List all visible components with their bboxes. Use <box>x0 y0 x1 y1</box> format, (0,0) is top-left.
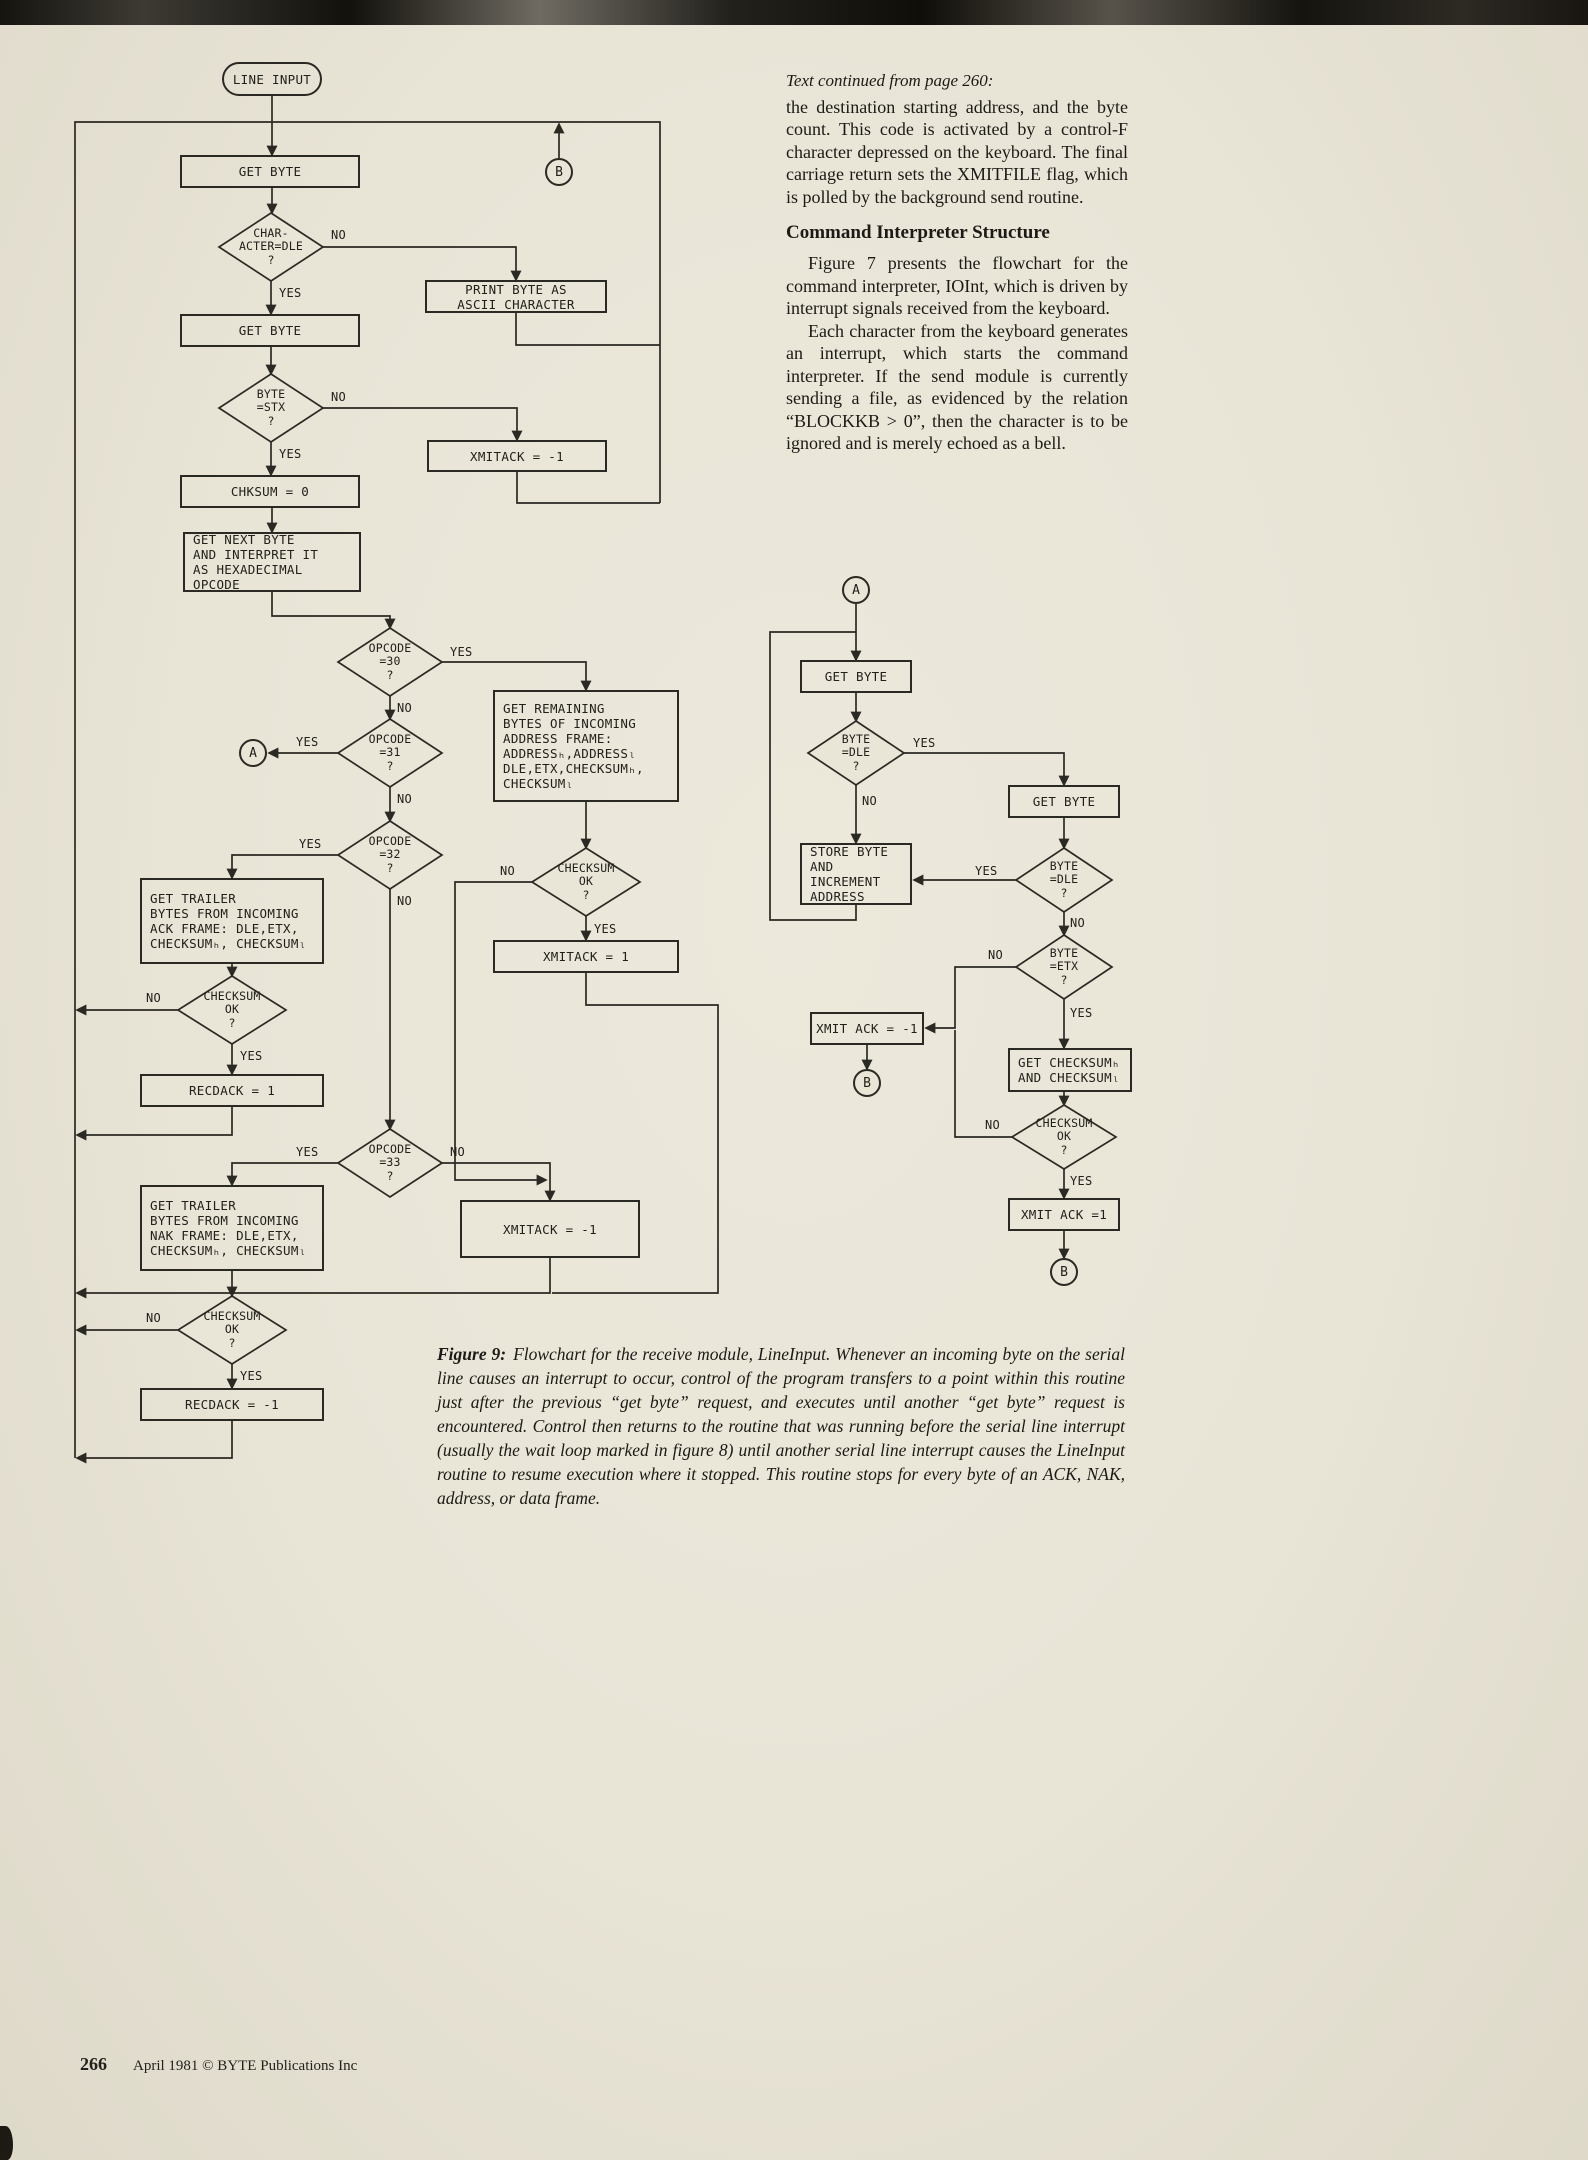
branch-label-yes: YES <box>240 1369 263 1383</box>
scan-edge-artifact <box>0 0 1588 25</box>
branch-label-yes: YES <box>279 447 302 461</box>
branch-label-no: NO <box>985 1118 1001 1132</box>
branch-label-no: NO <box>397 701 413 715</box>
connector-b-2: B <box>1050 1258 1078 1286</box>
branch-label-yes: YES <box>913 736 936 750</box>
process-get-trailer-nak: GET TRAILER BYTES FROM INCOMING NAK FRAM… <box>140 1185 324 1271</box>
connector-b-1: B <box>853 1069 881 1097</box>
figure-caption-text: Flowchart for the receive module, LineIn… <box>437 1344 1125 1508</box>
branch-label-yes: YES <box>279 286 302 300</box>
branch-label-no: NO <box>500 864 516 878</box>
branch-label-yes: YES <box>450 645 473 659</box>
page-footer: 266 April 1981 © BYTE Publications Inc <box>80 2054 357 2075</box>
branch-label-no: NO <box>450 1145 466 1159</box>
branch-label-no: NO <box>331 228 347 242</box>
process-store-byte: STORE BYTE AND INCREMENT ADDRESS <box>800 843 912 905</box>
branch-label-yes: YES <box>1070 1174 1093 1188</box>
branch-label-yes: YES <box>299 837 322 851</box>
branch-label-no: NO <box>862 794 878 808</box>
decision-character-dle: CHAR- ACTER=DLE ? <box>238 225 304 267</box>
branch-label-no: NO <box>988 948 1004 962</box>
process-recdack-1: RECDACK = 1 <box>140 1074 324 1107</box>
process-print-byte: PRINT BYTE AS ASCII CHARACTER <box>425 280 607 313</box>
article-column: Text continued from page 260: the destin… <box>786 70 1128 455</box>
article-paragraph-2: Figure 7 presents the flowchart for the … <box>786 253 1128 318</box>
process-get-byte-1: GET BYTE <box>180 155 360 188</box>
process-recdack-neg1: RECDACK = -1 <box>140 1388 324 1421</box>
branch-label-no: NO <box>146 1311 162 1325</box>
branch-label-yes: YES <box>594 922 617 936</box>
figure-caption-label: Figure 9: <box>437 1344 507 1364</box>
process-r-get-byte-2: GET BYTE <box>1008 785 1120 818</box>
branch-label-yes: YES <box>296 1145 319 1159</box>
branch-label-no: NO <box>1070 916 1086 930</box>
continued-note: Text continued from page 260: <box>786 71 994 90</box>
article-paragraph-3: Each character from the keyboard generat… <box>786 320 1128 454</box>
decision-checksum-ok-ack: CHECKSUM OK ? <box>203 988 261 1030</box>
decision-r-checksum-ok: CHECKSUM OK ? <box>1035 1115 1093 1157</box>
terminal-line-input: LINE INPUT <box>222 62 322 96</box>
branch-label-yes: YES <box>975 864 998 878</box>
connector-a-main: A <box>239 739 267 767</box>
process-xmitack-neg1-b: XMITACK = -1 <box>460 1200 640 1258</box>
branch-label-no: NO <box>397 894 413 908</box>
decision-r-byte-dle-1: BYTE =DLE ? <box>841 731 871 773</box>
footer-text: April 1981 © BYTE Publications Inc <box>133 2058 358 2074</box>
decision-checksum-ok-addr: CHECKSUM OK ? <box>557 860 615 902</box>
branch-label-yes: YES <box>1070 1006 1093 1020</box>
branch-label-yes: YES <box>296 735 319 749</box>
process-chksum-0: CHKSUM = 0 <box>180 475 360 508</box>
decision-byte-stx: BYTE =STX ? <box>256 386 286 428</box>
process-get-checksum: GET CHECKSUMₕ AND CHECKSUMₗ <box>1008 1048 1132 1092</box>
process-xmitack-neg1-a: XMITACK = -1 <box>427 440 607 472</box>
process-xmitack-1: XMITACK = 1 <box>493 940 679 973</box>
decision-opcode-31: OPCODE =31 ? <box>368 731 412 773</box>
decision-checksum-ok-nak: CHECKSUM OK ? <box>203 1308 261 1350</box>
process-get-byte-2: GET BYTE <box>180 314 360 347</box>
page-number: 266 <box>80 2054 107 2074</box>
connector-b-top: B <box>545 158 573 186</box>
branch-label-no: NO <box>146 991 162 1005</box>
section-heading: Command Interpreter Structure <box>786 222 1050 243</box>
process-get-remaining: GET REMAINING BYTES OF INCOMING ADDRESS … <box>493 690 679 802</box>
article-paragraph-1: the destination starting address, and th… <box>786 96 1128 207</box>
decision-opcode-32: OPCODE =32 ? <box>368 833 412 875</box>
branch-label-yes: YES <box>240 1049 263 1063</box>
connector-a-right: A <box>842 576 870 604</box>
process-get-next-byte: GET NEXT BYTE AND INTERPRET IT AS HEXADE… <box>183 532 361 592</box>
branch-label-no: NO <box>331 390 347 404</box>
figure-caption: Figure 9:Flowchart for the receive modul… <box>437 1342 1125 1510</box>
decision-r-byte-dle-2: BYTE =DLE ? <box>1049 858 1079 900</box>
decision-opcode-33: OPCODE =33 ? <box>368 1141 412 1183</box>
decision-r-byte-etx: BYTE =ETX ? <box>1049 945 1079 987</box>
decision-opcode-30: OPCODE =30 ? <box>368 640 412 682</box>
scan-corner-blot <box>0 2126 13 2160</box>
process-get-trailer-ack: GET TRAILER BYTES FROM INCOMING ACK FRAM… <box>140 878 324 964</box>
process-xmit-ack-neg1: XMIT ACK = -1 <box>810 1012 924 1045</box>
branch-label-no: NO <box>397 792 413 806</box>
process-xmit-ack-1: XMIT ACK =1 <box>1008 1198 1120 1231</box>
process-r-get-byte-1: GET BYTE <box>800 660 912 693</box>
